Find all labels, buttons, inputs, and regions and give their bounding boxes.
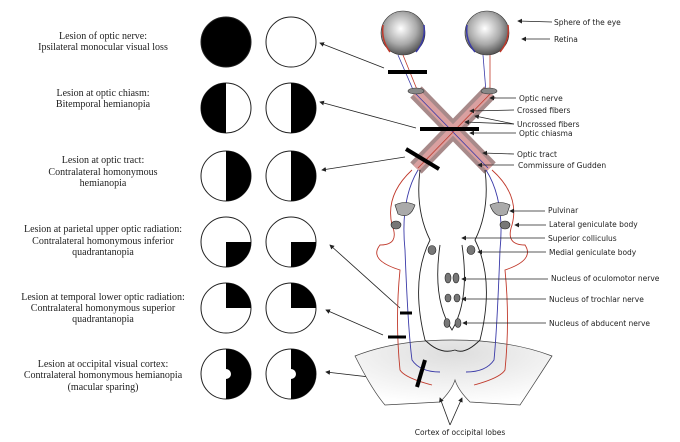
lesion-text-optic-chiasm: Lesion at optic chiasm: Bitemporal hemia… xyxy=(56,88,151,110)
label-optic-tract: Optic tract xyxy=(517,150,557,159)
svg-text:Bitemporal hemianopia: Bitemporal hemianopia xyxy=(56,99,151,110)
svg-text:Lesion at optic chiasm:: Lesion at optic chiasm: xyxy=(56,88,149,99)
left-eye xyxy=(380,10,426,56)
lesion-pointers xyxy=(319,42,417,383)
label-optic-chiasma: Optic chiasma xyxy=(519,129,573,138)
label-crossed-fibers: Crossed fibers xyxy=(517,106,571,115)
label-trochlar: Nucleus of trochlar nerve xyxy=(549,295,644,304)
label-oculomotor: Nucleus of oculomotor nerve xyxy=(551,274,660,283)
svg-text:quadrantanopia: quadrantanopia xyxy=(72,314,134,325)
lesion-text-parietal-radiation: Lesion at parietal upper optic radiation… xyxy=(24,224,182,258)
field-right-chiasm xyxy=(265,82,317,134)
field-right-tract xyxy=(265,150,317,202)
anatomy-labels: Sphere of the eye Retina Optic nerve Cro… xyxy=(415,18,660,437)
right-eye xyxy=(464,10,510,56)
label-cortex: Cortex of occipital lobes xyxy=(415,428,506,437)
field-left-chiasm xyxy=(200,82,252,134)
lesion-text-optic-nerve: Lesion of optic nerve: Ipsilateral monoc… xyxy=(38,31,168,53)
field-left-optic-nerve xyxy=(200,16,252,68)
svg-text:(macular sparing): (macular sparing) xyxy=(68,382,139,393)
label-optic-nerve: Optic nerve xyxy=(519,94,563,103)
label-retina: Retina xyxy=(554,35,578,44)
field-right-occipital xyxy=(265,348,317,400)
lesion-bar-occipital xyxy=(415,359,427,388)
svg-text:Lesion at occipital visual cor: Lesion at occipital visual cortex: xyxy=(38,359,169,370)
field-left-tract xyxy=(200,150,252,202)
label-superior-colliculus: Superior colliculus xyxy=(548,234,617,243)
svg-text:Lesion at optic tract:: Lesion at optic tract: xyxy=(62,155,144,166)
label-pulvinar: Pulvinar xyxy=(548,206,579,215)
label-abducent: Nucleus of abducent nerve xyxy=(549,319,650,328)
label-medial-geniculate: Medial geniculate body xyxy=(549,248,637,257)
field-right-temporal xyxy=(265,282,317,334)
svg-text:Contralateral homonymous: Contralateral homonymous xyxy=(48,167,157,178)
lesion-text-occipital-cortex: Lesion at occipital visual cortex: Contr… xyxy=(24,359,183,393)
label-uncrossed-fibers: Uncrossed fibers xyxy=(517,120,580,129)
svg-text:quadrantanopia: quadrantanopia xyxy=(72,247,134,258)
svg-text:Contralateral homonymous infer: Contralateral homonymous inferior xyxy=(32,236,174,247)
field-left-parietal xyxy=(200,216,252,268)
label-commissure-gudden: Commissure of Gudden xyxy=(518,161,606,170)
lesion-bars xyxy=(388,70,479,388)
field-right-parietal xyxy=(265,216,317,268)
svg-text:Lesion at temporal lower optic: Lesion at temporal lower optic radiation… xyxy=(21,292,185,303)
optic-radiations xyxy=(376,169,528,386)
svg-text:hemianopia: hemianopia xyxy=(80,178,127,189)
field-left-temporal xyxy=(200,282,252,334)
label-pointers xyxy=(439,18,553,426)
label-lateral-geniculate: Lateral geniculate body xyxy=(549,220,638,229)
svg-text:Contralateral homonymous hemia: Contralateral homonymous hemianopia xyxy=(24,370,183,381)
svg-text:Lesion of optic nerve:: Lesion of optic nerve: xyxy=(59,31,147,42)
svg-text:Lesion at parietal upper optic: Lesion at parietal upper optic radiation… xyxy=(24,224,182,235)
label-sphere: Sphere of the eye xyxy=(554,18,621,27)
lesion-text-temporal-radiation: Lesion at temporal lower optic radiation… xyxy=(21,292,185,325)
svg-text:Contralateral homonymous super: Contralateral homonymous superior xyxy=(31,303,176,314)
lesion-bar-tract xyxy=(404,147,441,171)
field-left-occipital xyxy=(200,348,252,400)
visual-fields xyxy=(200,16,317,400)
field-right-optic-nerve xyxy=(265,16,317,68)
svg-text:Ipsilateral monocular visual l: Ipsilateral monocular visual loss xyxy=(38,42,168,53)
thalamic-nuclei xyxy=(390,202,511,328)
lesion-text-optic-tract: Lesion at optic tract: Contralateral hom… xyxy=(48,155,157,189)
occipital-cortex xyxy=(354,339,553,406)
